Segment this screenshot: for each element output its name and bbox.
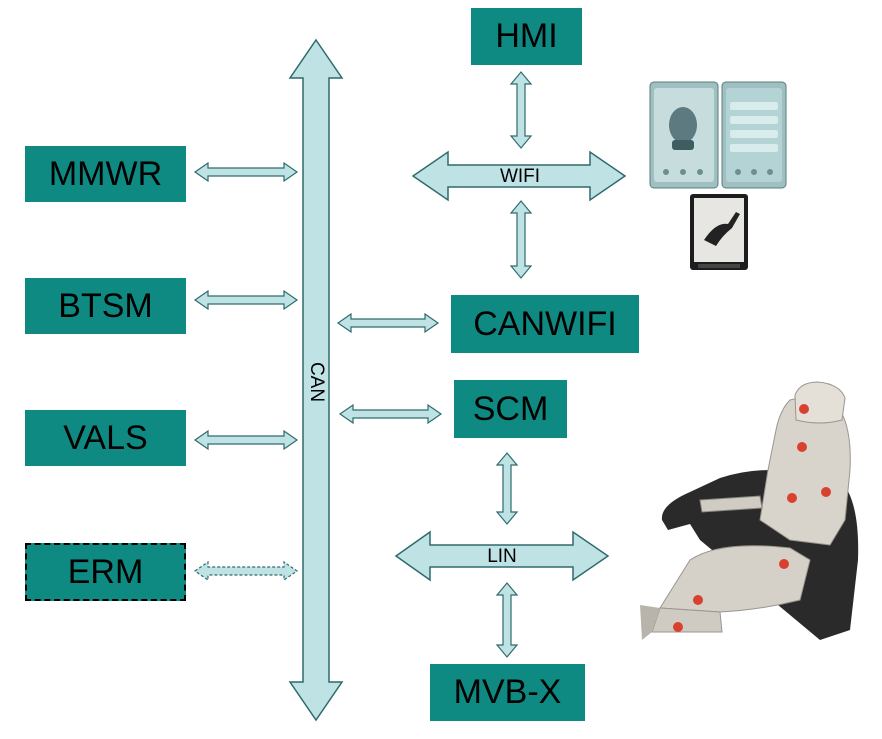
hmi-app-screenshots <box>649 81 787 270</box>
vals-can-arrow <box>193 429 299 451</box>
lin-bus-arrow <box>394 530 610 582</box>
can-bus-arrow <box>288 38 344 722</box>
hmi-wifi-arrow <box>509 71 533 149</box>
vals-node: VALS <box>25 410 186 466</box>
scm-node: SCM <box>454 380 567 438</box>
btsm-node: BTSM <box>25 278 186 334</box>
hmi-node: HMI <box>471 8 582 65</box>
can-scm-arrow <box>338 403 443 425</box>
scm-lin-arrow <box>495 452 519 525</box>
lin-bus-label: LIN <box>487 546 517 567</box>
can-bus-label: CAN <box>306 361 327 403</box>
wifi-bus-label: WIFI <box>499 166 541 187</box>
mmwr-node: MMWR <box>25 146 186 202</box>
mmwr-can-arrow <box>193 161 299 183</box>
wifi-canwifi-arrow <box>509 200 533 279</box>
lin-mvbx-arrow <box>495 582 519 658</box>
btsm-can-arrow <box>193 289 299 311</box>
mvbx-node: MVB-X <box>430 664 585 721</box>
wifi-bus-arrow <box>411 150 627 202</box>
erm-node: ERM <box>25 543 186 601</box>
can-canwifi-arrow <box>336 312 440 334</box>
erm-can-arrow <box>193 560 299 582</box>
canwifi-node: CANWIFI <box>451 295 639 353</box>
massage-seat-photo <box>640 381 859 640</box>
